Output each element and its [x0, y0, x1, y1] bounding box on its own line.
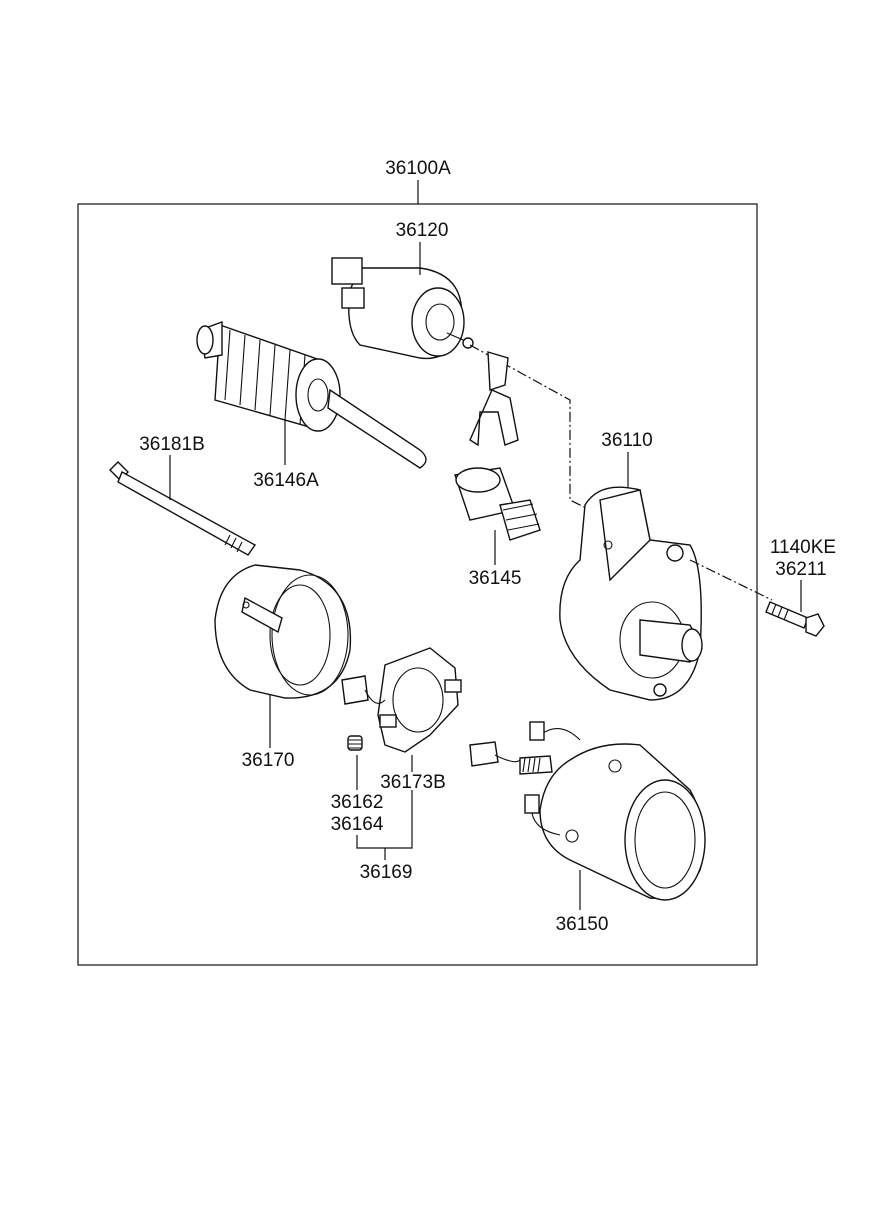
through-bolt-part	[109, 461, 257, 556]
solenoid-part	[331, 257, 474, 360]
rear-cover-part	[214, 564, 352, 699]
armature-part	[196, 321, 427, 469]
mounting-bolt-part	[765, 601, 825, 637]
label-armature: 36146A	[253, 470, 319, 491]
label-brush-spring-2: 36164	[331, 814, 384, 835]
brush-spring-part	[347, 735, 363, 751]
brush-holder-part	[341, 647, 462, 753]
label-brush-holder: 36173B	[380, 772, 446, 793]
label-brush-holder-assy: 36169	[360, 862, 413, 883]
label-pinion-clutch: 36145	[469, 568, 522, 589]
drive-housing-part	[559, 486, 703, 701]
shift-fork-part	[469, 351, 519, 447]
pinion-clutch-part	[454, 467, 541, 541]
label-yoke: 36150	[556, 914, 609, 935]
yoke-part	[469, 721, 706, 901]
label-drive-housing: 36110	[601, 430, 652, 451]
label-mounting-bolt-alt: 36211	[775, 559, 826, 580]
label-solenoid: 36120	[396, 220, 449, 241]
centerline-bolt	[689, 559, 773, 601]
label-mounting-bolt: 1140KE	[770, 537, 836, 558]
label-brush-spring-1: 36162	[331, 792, 384, 813]
assembly-label: 36100A	[385, 158, 451, 179]
label-through-bolt: 36181B	[139, 434, 205, 455]
label-rear-cover: 36170	[242, 750, 295, 771]
